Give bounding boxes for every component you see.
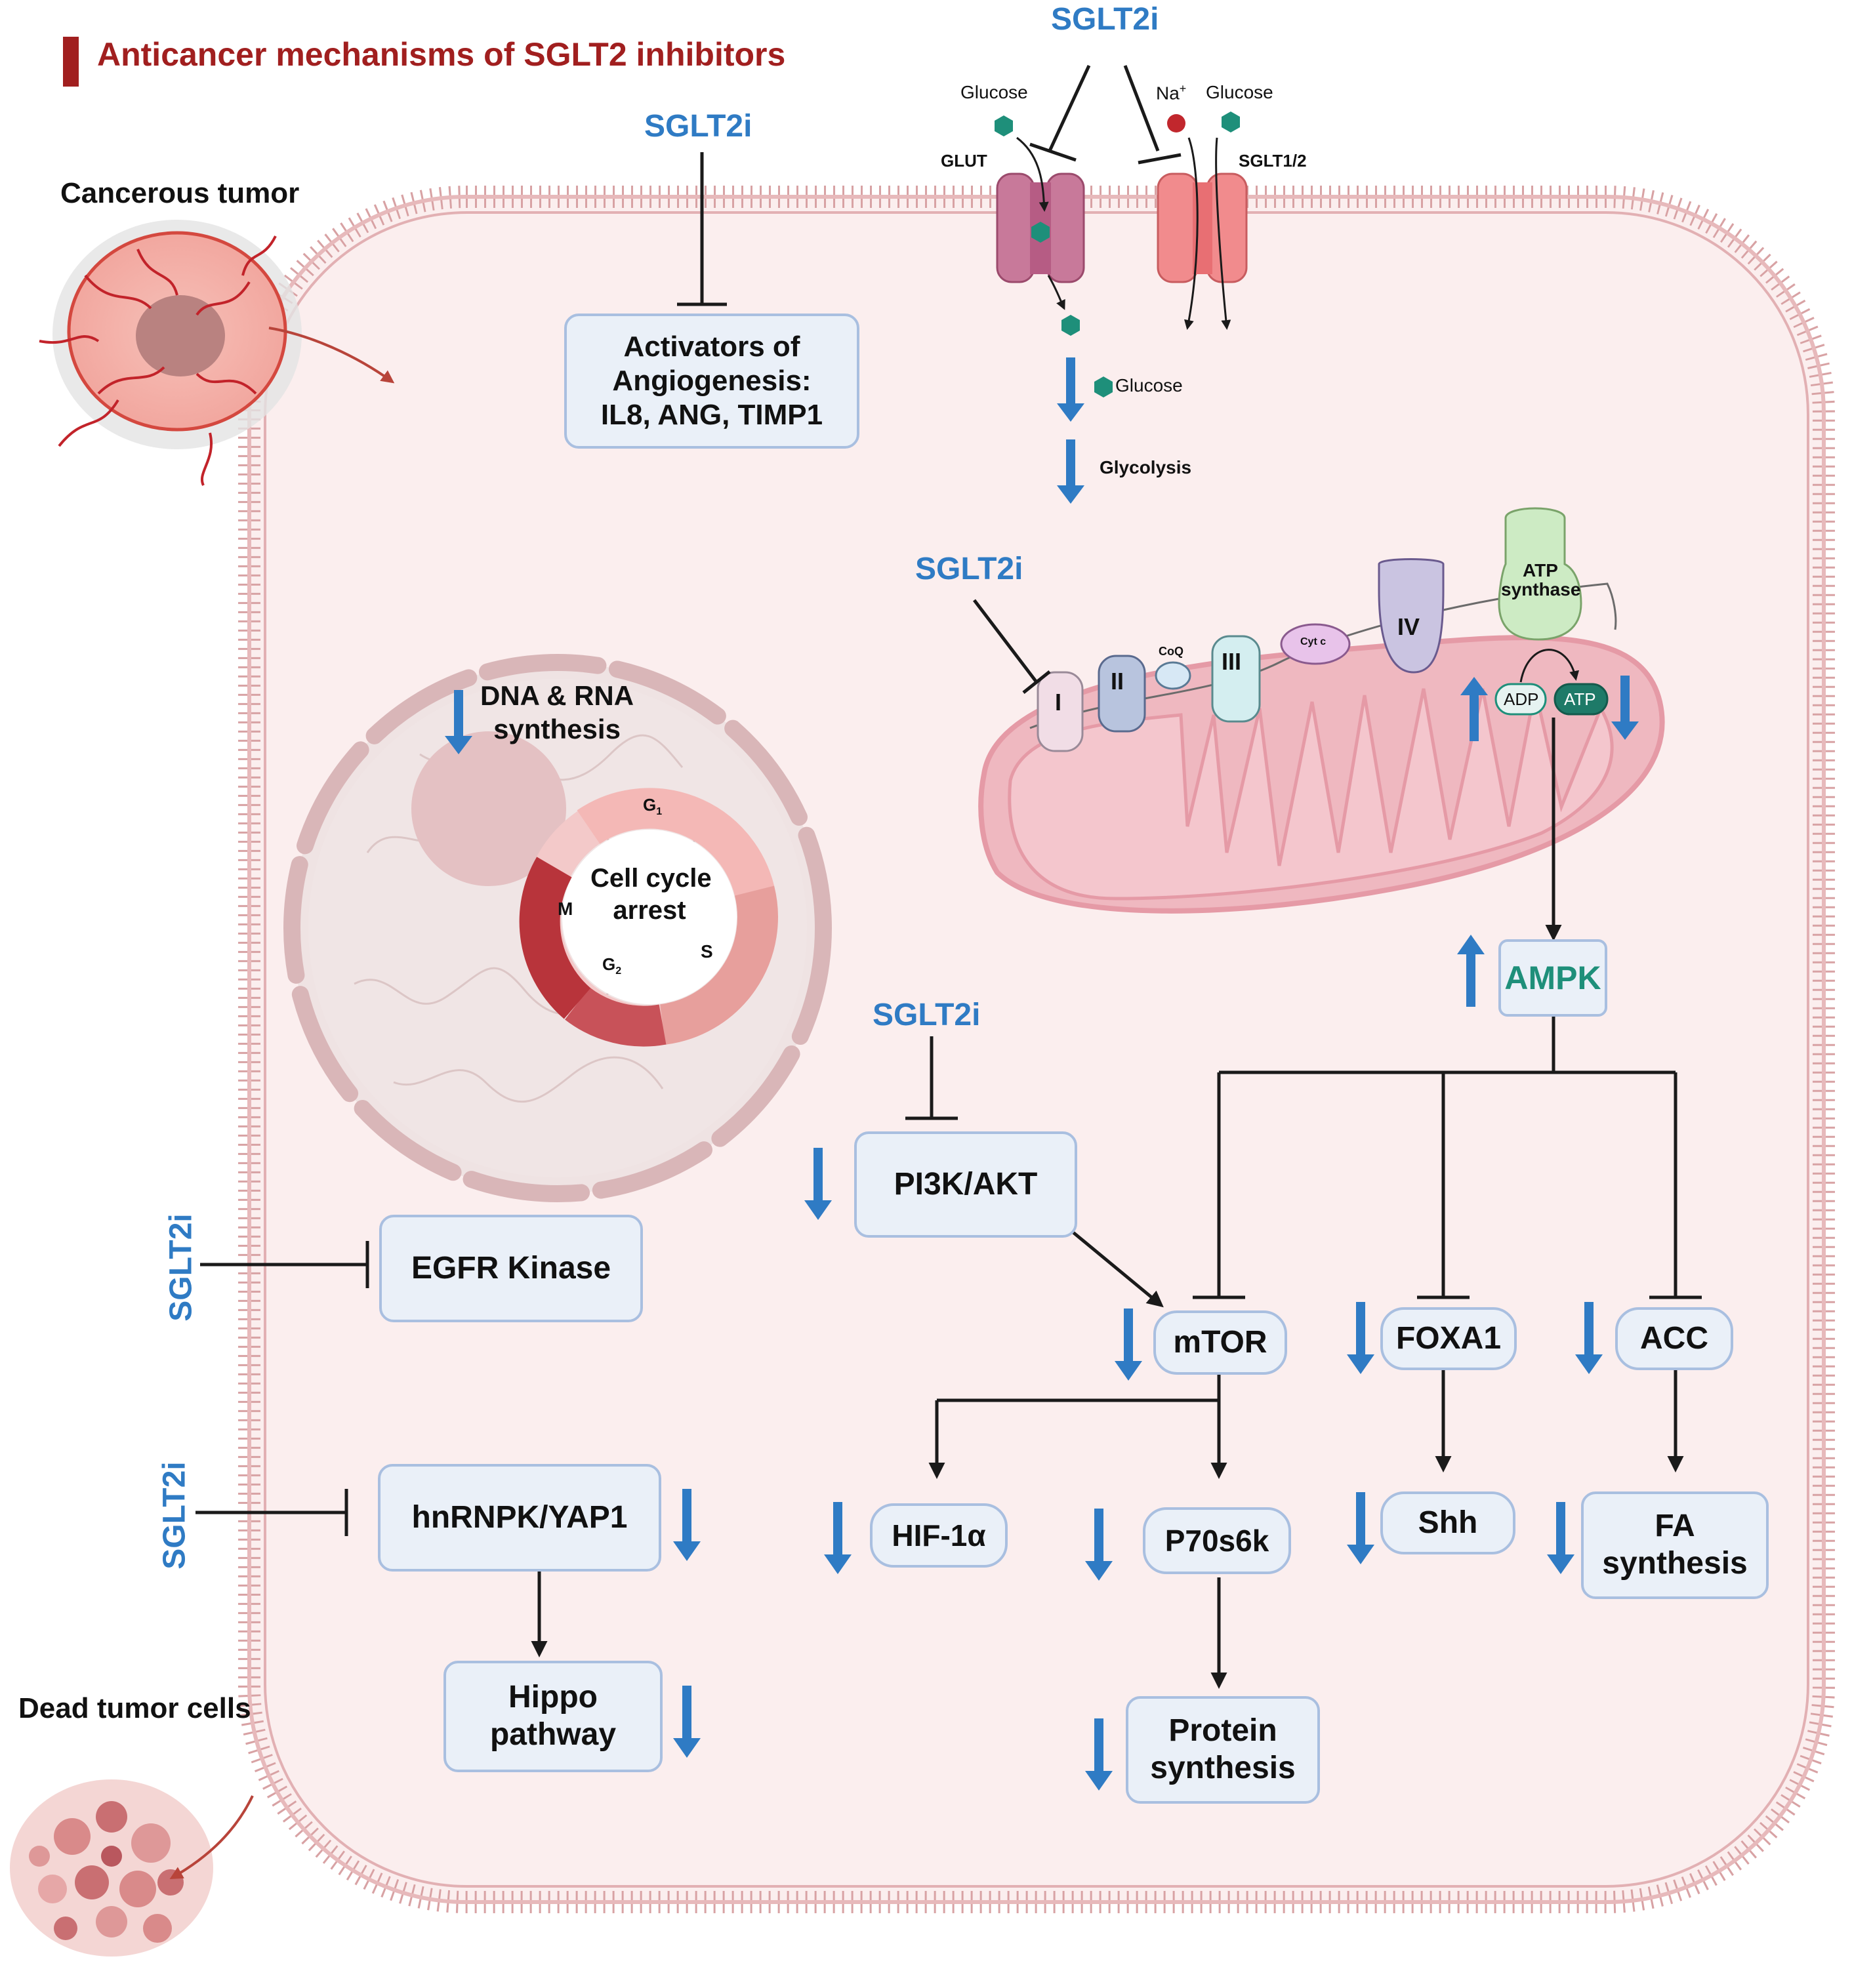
p70s6k-box: P70s6k — [1143, 1507, 1291, 1574]
ampk-box: AMPK — [1498, 939, 1607, 1017]
dead-cells-illustration — [10, 1779, 254, 1957]
foxa1-box: FOXA1 — [1380, 1307, 1517, 1370]
phase-s-label: S — [701, 941, 713, 962]
sglt2i-label-hnrnpk: SGLT2i — [157, 1461, 192, 1570]
glut-label: GLUT — [941, 151, 987, 171]
dead-tumor-cells-label: Dead tumor cells — [18, 1692, 251, 1724]
glucose-molecule-icon — [1222, 112, 1240, 132]
pi3k-akt-box: PI3K/AKT — [854, 1131, 1077, 1238]
glucose-molecule-icon — [1094, 376, 1113, 397]
mitochondrion — [978, 507, 1665, 914]
glucose-molecule-icon — [995, 115, 1013, 136]
tumor-illustration — [39, 220, 395, 486]
sglt2i-label-egfr: SGLT2i — [163, 1213, 199, 1322]
egfr-kinase-box: EGFR Kinase — [379, 1215, 643, 1322]
mtor-box: mTOR — [1153, 1310, 1287, 1375]
glycolysis-label: Glycolysis — [1100, 457, 1192, 477]
page-title: Anticancer mechanisms of SGLT2 inhibitor… — [97, 36, 786, 73]
cell-cycle-ring — [519, 788, 778, 1047]
glucose-molecule-icon — [1061, 315, 1080, 336]
atp-label: ATP — [1564, 689, 1596, 709]
nucleus — [283, 654, 832, 1202]
phase-g1-label: G1 — [643, 795, 663, 818]
phase-g2-label: G2 — [602, 954, 622, 977]
adp-label: ADP — [1504, 689, 1539, 709]
coq-label: CoQ — [1159, 645, 1183, 658]
glucose-molecule-icon — [1031, 222, 1050, 243]
cytc-label: Cyt c — [1300, 636, 1327, 647]
sglt2i-label-angiogenesis: SGLT2i — [644, 109, 752, 144]
glucose-label-right: Glucose — [1206, 82, 1273, 102]
complex-ii-label: II — [1111, 668, 1124, 695]
glucose-label-left: Glucose — [960, 82, 1028, 102]
cancerous-tumor-label: Cancerous tumor — [60, 177, 300, 209]
acc-box: ACC — [1615, 1307, 1733, 1370]
complex-i-label: I — [1055, 689, 1062, 716]
sglt2i-label-complex: SGLT2i — [915, 552, 1023, 586]
phase-m-label: M — [558, 899, 573, 919]
shh-box: Shh — [1380, 1491, 1515, 1554]
sglt-transporter — [1157, 172, 1248, 283]
complex-iv-label: IV — [1397, 613, 1420, 640]
hnrnpk-yap1-box: hnRNPK/YAP1 — [378, 1464, 661, 1572]
sglt12-label: SGLT1/2 — [1239, 151, 1307, 171]
pathway-connectors — [195, 64, 1702, 1689]
title-accent-bar — [63, 37, 79, 87]
hif-1a-box: HIF-1α — [870, 1503, 1008, 1568]
na-label: Na+ — [1156, 82, 1187, 104]
sodium-ion-icon — [1167, 114, 1185, 132]
glucose-label-cytosol: Glucose — [1115, 375, 1183, 396]
sglt2i-label-pi3k: SGLT2i — [873, 998, 981, 1032]
regulation-arrows — [445, 357, 1639, 1791]
sglt2i-label-transport: SGLT2i — [1051, 2, 1159, 37]
complex-iii-label: III — [1222, 648, 1242, 675]
